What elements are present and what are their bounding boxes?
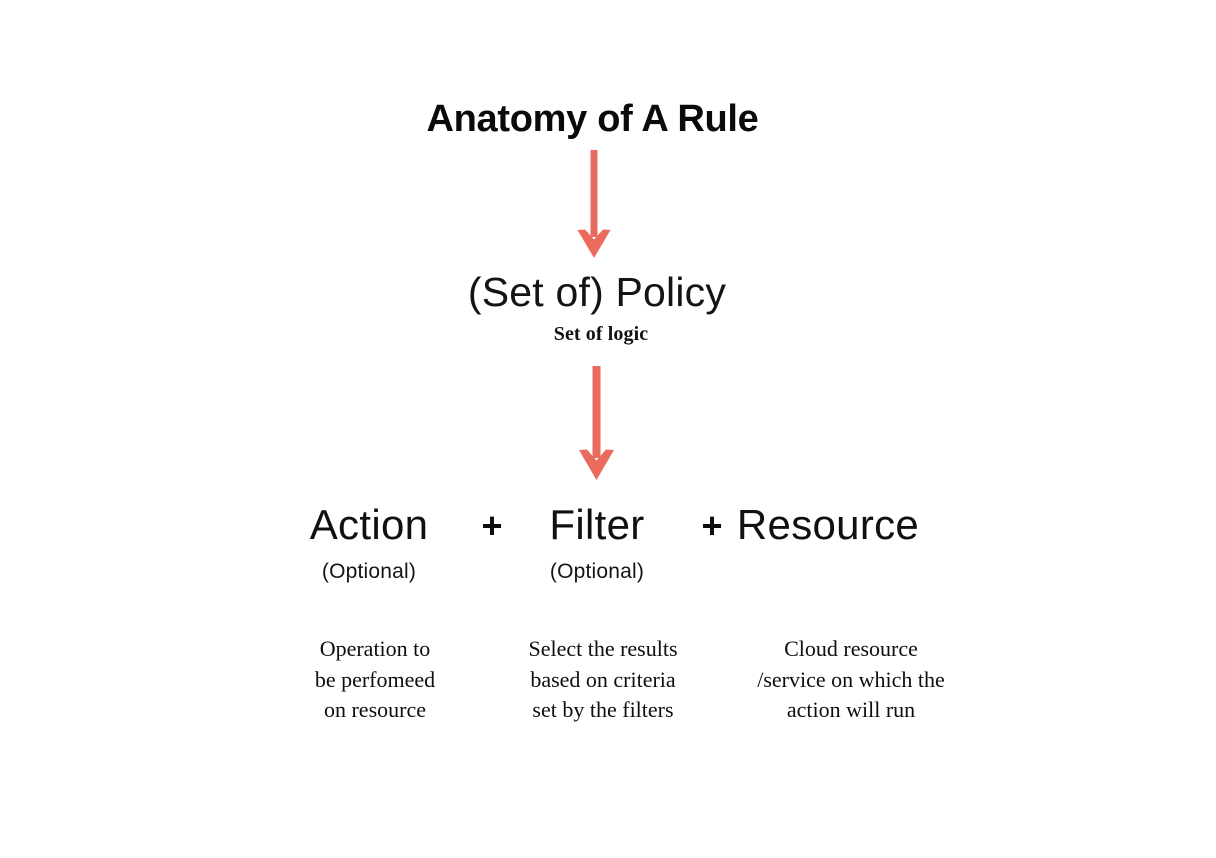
description-filter-line-1: Select the results: [528, 636, 678, 661]
term-action: Action: [309, 501, 429, 548]
description-action-line-3: on resource: [323, 697, 426, 722]
policy-label: (Set of) Policy: [467, 269, 727, 315]
plus-sign-2: +: [701, 505, 723, 546]
description-filter-line-2: based on criteria: [530, 666, 676, 692]
arrow-policy-to-formula-icon: [579, 366, 614, 480]
description-action-line-2: be perfomeed: [314, 666, 436, 692]
term-resource: Resource: [736, 501, 920, 548]
policy-subtitle: Set of logic: [553, 323, 649, 345]
page-title: Anatomy of A Rule: [426, 98, 759, 140]
description-action: Operation to be perfomeed on resource: [265, 634, 485, 726]
description-filter-line-3: set by the filters: [532, 697, 674, 722]
formula-row: Action + Filter + Resource: [0, 501, 1216, 557]
description-resource-line-2: /service on which the: [757, 666, 945, 692]
description-resource: Cloud resource /service on which the act…: [723, 634, 979, 726]
optional-label-action: (Optional): [321, 560, 417, 583]
description-action-line-1: Operation to: [319, 636, 431, 661]
description-resource-line-3: action will run: [786, 697, 916, 722]
term-filter: Filter: [549, 501, 645, 548]
optional-label-filter: (Optional): [549, 560, 645, 583]
description-filter: Select the results based on criteria set…: [493, 634, 713, 726]
description-resource-line-1: Cloud resource: [784, 636, 918, 661]
plus-sign-1: +: [481, 505, 503, 546]
arrow-title-to-policy-icon: [577, 150, 611, 258]
